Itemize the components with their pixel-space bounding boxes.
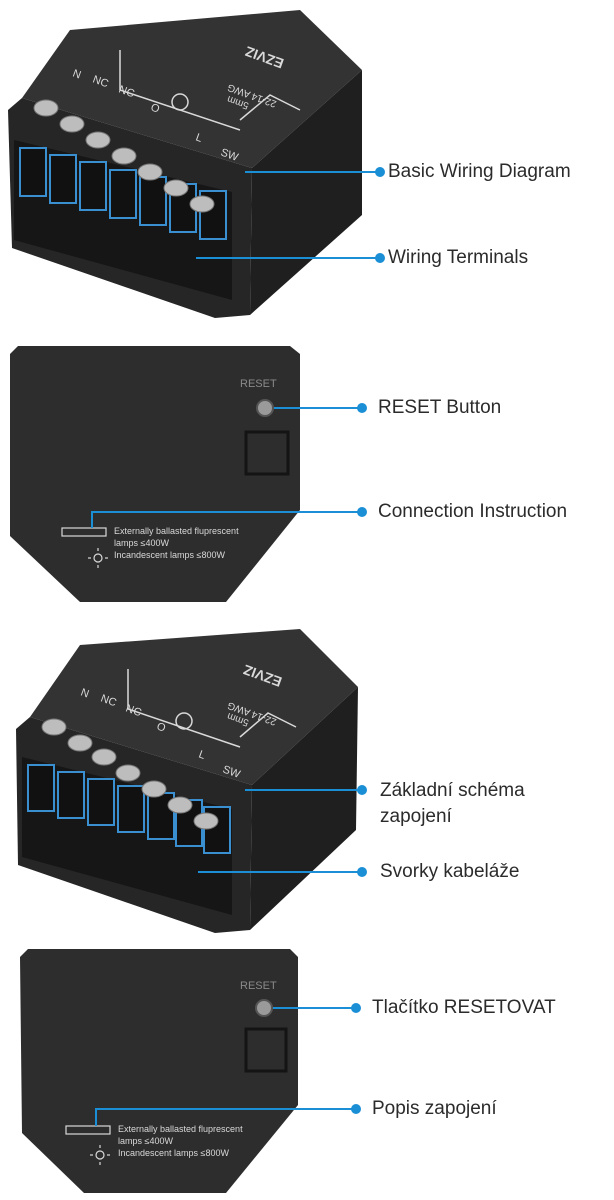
module-back-view-en: RESET Externally ballasted fluprescent l… <box>0 340 614 610</box>
callout-basic-wiring-line1: Základní schéma <box>380 780 525 801</box>
fluorescent-lamp-icon <box>65 1125 111 1135</box>
module-3d-illustration-en: N NC NC O L SW EZVIZ 22-14 AWG 5mm <box>8 10 385 318</box>
leader-dot-reset-cz <box>351 1003 361 1013</box>
reset-button-hole <box>255 999 273 1017</box>
basic-wiring-diagram-markings <box>127 669 297 748</box>
fluorescent-lamp-icon <box>61 527 107 537</box>
svg-text:N: N <box>79 687 91 701</box>
terminal-slots <box>19 147 227 240</box>
svg-text:NC: NC <box>124 703 143 720</box>
incandescent-text: Incandescent lamps ≤800W <box>118 1148 230 1158</box>
svg-text:SW: SW <box>219 147 240 165</box>
leader-dot-connection-cz <box>351 1104 361 1114</box>
callout-reset-button: RESET Button <box>378 397 502 418</box>
svg-text:N: N <box>71 68 83 82</box>
reset-button-hole <box>256 399 274 417</box>
leader-dot-wiring-terminals-cz <box>357 867 367 877</box>
svg-text:NC: NC <box>99 693 118 710</box>
terminal-labels: N NC NC O L SW <box>79 687 242 782</box>
callout-connection-instruction: Connection Instruction <box>378 501 568 522</box>
svg-text:L: L <box>197 749 207 762</box>
callout-basic-wiring-diagram-cz: Základní schéma zapojení <box>380 778 525 830</box>
module-top-face <box>22 10 362 168</box>
leader-line-connection <box>91 511 362 528</box>
callout-connection-instruction-cz: Popis zapojení <box>372 1098 497 1119</box>
module-right-face <box>250 687 358 930</box>
leader-dot-basic-wiring <box>375 167 385 177</box>
terminal-screws <box>33 99 215 213</box>
reset-label-printed: RESET <box>240 378 277 390</box>
callout-wiring-terminals-cz: Svorky kabeláže <box>380 861 520 882</box>
leader-dot-reset <box>357 403 367 413</box>
reset-label-printed: RESET <box>240 980 277 992</box>
module-top-face <box>30 629 358 785</box>
ballast-text-line1: Externally ballasted fluprescent <box>118 1124 243 1134</box>
ballast-text-line2: lamps ≤400W <box>114 538 169 548</box>
leader-line-connection-cz <box>95 1108 356 1126</box>
callout-wiring-terminals: Wiring Terminals <box>388 247 529 268</box>
ballast-text-line2: lamps ≤400W <box>118 1136 173 1146</box>
svg-text:L: L <box>194 132 204 145</box>
incandescent-lamp-icon <box>88 548 108 568</box>
module-right-face <box>250 70 362 315</box>
callout-basic-wiring-diagram: Basic Wiring Diagram <box>388 161 571 182</box>
callout-basic-wiring-line2: zapojení <box>380 806 452 827</box>
module-back-view-cz: RESET Externally ballasted fluprescent l… <box>0 945 614 1200</box>
ballast-text-line1: Externally ballasted fluprescent <box>114 526 239 536</box>
leader-dot-wiring-terminals <box>375 253 385 263</box>
terminal-screws <box>41 718 219 830</box>
incandescent-text: Incandescent lamps ≤800W <box>114 550 226 560</box>
svg-text:NC: NC <box>91 74 110 91</box>
terminal-labels: N NC NC O L SW <box>71 68 240 165</box>
svg-text:NC: NC <box>117 84 136 101</box>
svg-text:SW: SW <box>221 764 242 782</box>
module-back-illustration-en: RESET Externally ballasted fluprescent l… <box>10 346 367 602</box>
leader-dot-basic-wiring-cz <box>357 785 367 795</box>
module-back-face <box>10 346 300 602</box>
label-recess <box>244 430 290 476</box>
callout-reset-button-cz: Tlačítko RESETOVAT <box>372 997 556 1018</box>
module-back-illustration-cz: RESET Externally ballasted fluprescent l… <box>20 949 361 1193</box>
incandescent-lamp-icon <box>90 1145 110 1165</box>
label-recess <box>244 1027 288 1073</box>
leader-dot-connection <box>357 507 367 517</box>
module-back-face <box>20 949 298 1193</box>
module-3d-illustration-cz: N NC NC O L SW EZVIZ 22-14 AWG 5mm <box>16 629 367 933</box>
basic-wiring-diagram-markings <box>119 50 301 131</box>
module-3d-view-en: N NC NC O L SW EZVIZ 22-14 AWG 5mm Basic… <box>0 0 614 330</box>
module-3d-view-cz: N NC NC O L SW EZVIZ 22-14 AWG 5mm Zákla… <box>0 625 614 935</box>
